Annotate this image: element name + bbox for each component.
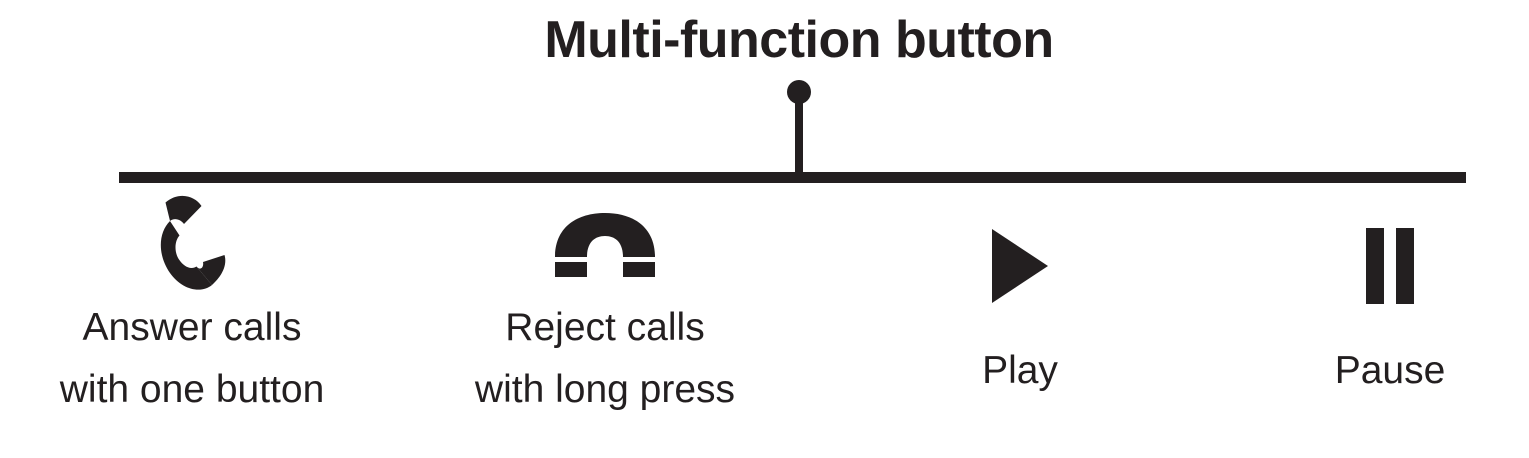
feature-reject-calls: Reject calls with long press xyxy=(425,192,785,420)
feature-answer-calls: Answer calls with one button xyxy=(12,192,372,420)
play-icon xyxy=(900,192,1140,340)
button-bar-divider xyxy=(119,172,1466,183)
page-title: Multi-function button xyxy=(544,11,1054,69)
feature-label-line1: Pause xyxy=(1334,349,1446,392)
feature-label-line1: Answer calls xyxy=(82,306,302,349)
phone-hangup-icon xyxy=(425,192,785,297)
feature-label-line2: with long press xyxy=(474,367,736,411)
pause-icon xyxy=(1270,192,1510,340)
feature-play: Play xyxy=(900,192,1140,402)
feature-pause: Pause xyxy=(1270,192,1510,402)
feature-label-line2: with one button xyxy=(59,367,325,411)
callout-stem xyxy=(795,98,803,178)
phone-handset-icon xyxy=(12,192,372,297)
feature-label-line1: Reject calls xyxy=(505,306,705,349)
feature-label-line1: Play xyxy=(982,349,1058,392)
